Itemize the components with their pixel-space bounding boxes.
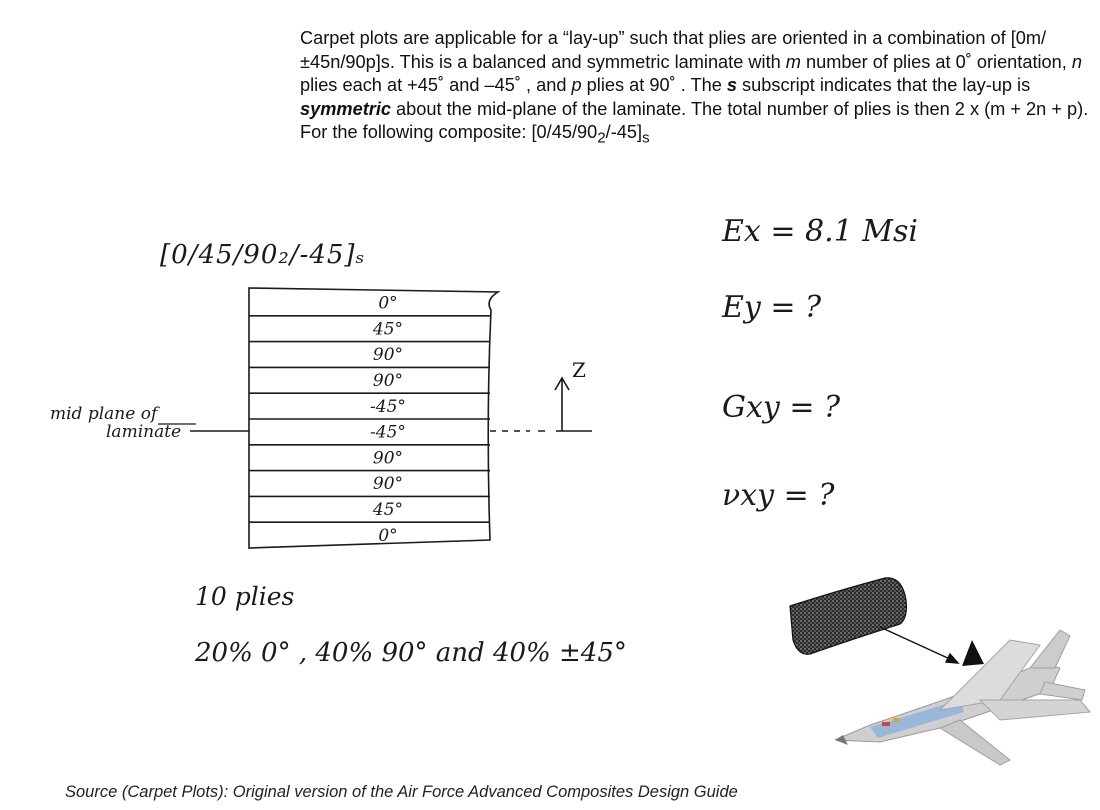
property-ex: Ex = 8.1 Msi [722,214,918,249]
pointer-arrow [879,626,960,664]
z-axis-arrow [554,376,570,431]
ply-label: -45° [370,397,406,417]
ply-label: 45° [372,319,403,339]
intro-text-1: Carpet plots are applicable for a “lay-u… [300,28,1047,72]
composite-panel [789,577,907,655]
ply-label: 90° [373,371,403,391]
intro-symmetric: symmetric [300,98,391,119]
property-gxy: Gxy = ? [722,390,841,425]
intro-p: p [571,75,582,95]
ply-label: 90° [373,448,403,468]
mid-plane-label-line1: mid plane of [50,404,158,424]
source-citation: Source (Carpet Plots): Original version … [65,783,738,801]
laminate-outline [248,287,501,549]
property-vxy: νxy = ? [722,478,835,513]
nose-cone [962,640,984,666]
layup-label: [0/45/90₂/-45]ₛ [160,240,366,270]
intro-sub-s: s [642,129,650,147]
intro-s: s [726,75,737,95]
mid-plane-label: mid plane of laminate [50,405,181,441]
intro-text-3: plies each at +45˚ and –45˚ , and [300,75,572,95]
intro-text-5: subscript indicates that the lay-up is [737,75,1031,95]
property-ey: Ey = ? [722,290,822,325]
intro-text-6: about the mid-plane of the laminate. The… [300,98,1089,143]
intro-text-2: number of plies at 0˚ orientation, [800,51,1072,72]
ply-label: 90° [373,474,403,494]
ply-label: 45° [372,500,403,520]
intro-paragraph: Carpet plots are applicable for a “lay-u… [300,27,1090,150]
intro-n: n [1071,51,1083,72]
z-axis-label: Z [572,358,586,382]
ply-label: 0° [378,294,397,314]
ply-label: 90° [373,345,403,365]
intro-m: m [785,51,801,72]
ply-label: 0° [378,526,397,546]
intro-text-7: /-45] [605,122,643,142]
laminate-stack [248,287,501,549]
ply-labels: 0° 45° 90° 90° -45° -45° 90° 90° 45° 0° [370,294,406,546]
aircraft-illustration [834,629,1091,766]
ply-percentages: 20% 0° , 40% 90° and 40% ±45° [195,638,627,668]
ply-label: -45° [370,423,406,443]
intro-text-4: plies at 90˚ . The [581,75,727,95]
intro-sub-2: 2 [597,129,606,147]
plies-count: 10 plies [195,582,295,611]
ply-lines [249,314,490,524]
mid-plane-label-line2: laminate [106,422,182,442]
